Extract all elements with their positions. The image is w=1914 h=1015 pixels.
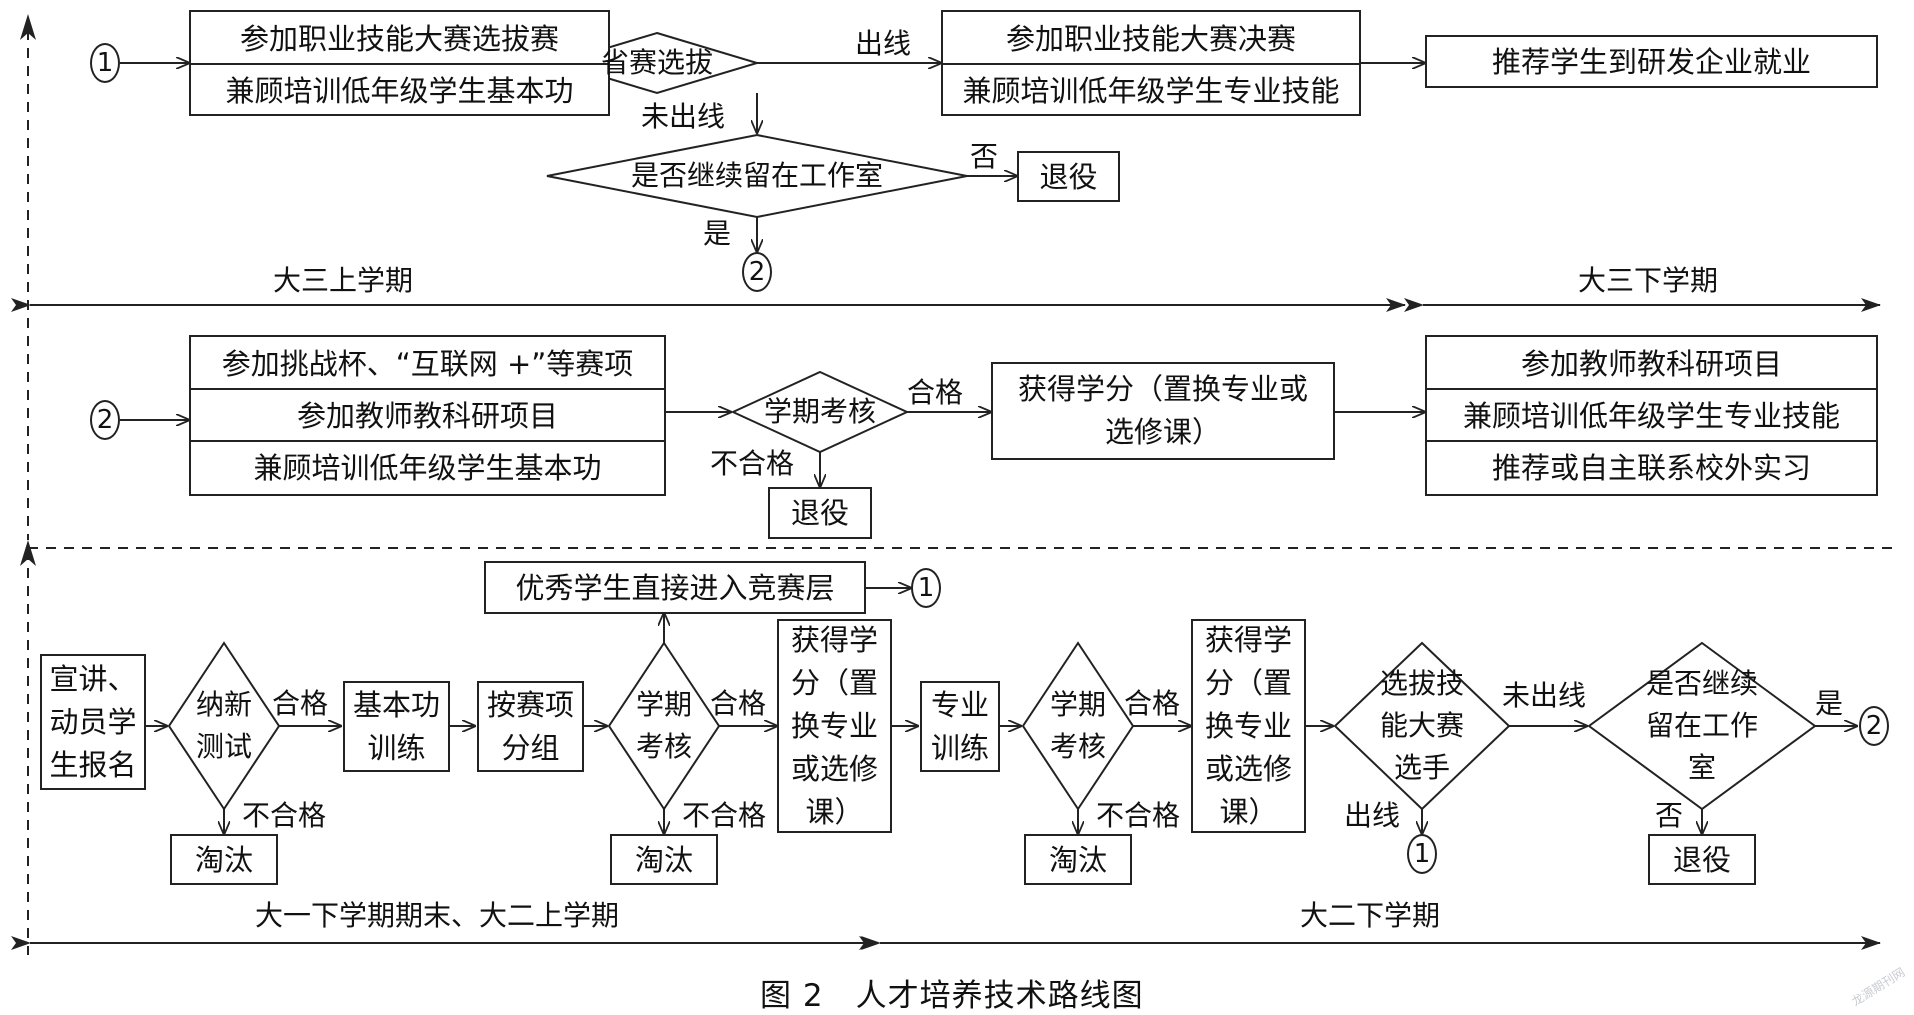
r1-no-label: 否 (970, 140, 999, 173)
r3-d4-label: 选拔技 能大赛 选手 (1379, 667, 1464, 784)
r1-box1-line2: 兼顾培训低年级学生基本功 (191, 63, 608, 116)
r2-start-marker: 2 (90, 400, 120, 440)
r1-yes-label: 是 (703, 217, 732, 250)
r3-enroll-box: 宣讲、 动员学 生报名 (40, 654, 146, 790)
r3-fail3-label: 不合格 (1096, 799, 1181, 832)
r1-pass-label: 出线 (855, 27, 912, 60)
r2-box3-line3: 推荐或自主联系校外实习 (1427, 440, 1876, 494)
period-label-2: 大三下学期 (1578, 264, 1719, 297)
r3-credit1-text: 获得学 分（置 换专业 或选修 课） (790, 622, 878, 829)
r3-credit2-text: 获得学 分（置 换专业 或选修 课） (1204, 622, 1292, 829)
r2-decision-label: 学期考核 (763, 395, 876, 428)
r2-credit-box: 获得学分（置换专业或 选修课） (991, 362, 1335, 460)
r1-box2: 参加职业技能大赛决赛 兼顾培训低年级学生专业技能 (941, 10, 1361, 116)
r2-box3-line1: 参加教师教科研项目 (1520, 346, 1782, 381)
r1-box2-line1: 参加职业技能大赛决赛 (1005, 21, 1296, 56)
r3-group-text: 按赛项 分组 (486, 687, 574, 765)
r3-pro-box: 专业 训练 (920, 681, 1000, 772)
r3-pass2-label: 合格 (710, 687, 767, 720)
r3-excellent-marker: 1 (911, 568, 941, 608)
period-label-4: 大二下学期 (1300, 899, 1441, 932)
figure-caption: 图 2 人才培养技术路线图 (760, 978, 1144, 1014)
r2-box1-line2: 参加教师教科研项目 (191, 388, 664, 442)
r2-box3-line2: 兼顾培训低年级学生专业技能 (1427, 388, 1876, 442)
r1-box3: 推荐学生到研发企业就业 (1425, 35, 1878, 88)
r1-quit-box: 退役 (1017, 151, 1120, 202)
dashed-mid-arrowhead (20, 540, 36, 566)
period-label-1: 大三上学期 (273, 264, 414, 297)
r2-fail-label: 不合格 (710, 447, 795, 480)
r3-d1-label: 纳新 测试 (195, 688, 252, 763)
r2-box1: 参加挑战杯、“互联网 +”等赛项 参加教师教科研项目 兼顾培训低年级学生基本功 (189, 335, 666, 496)
dashed-top-arrowhead (20, 14, 36, 40)
r2-quit-box: 退役 (768, 487, 872, 539)
r1-box1: 参加职业技能大赛选拔赛 兼顾培训低年级学生基本功 (189, 10, 610, 116)
r3-basic-text: 基本功 训练 (352, 687, 440, 765)
r3-out1-box: 淘汰 (170, 834, 278, 885)
r3-out3-box: 淘汰 (1024, 834, 1132, 885)
r3-pass4-marker: 1 (1407, 834, 1437, 874)
r2-box1-line1: 参加挑战杯、“互联网 +”等赛项 (221, 346, 634, 381)
r3-out2-text: 淘汰 (634, 842, 693, 877)
r2-credit-text: 获得学分（置换专业或 选修课） (1017, 372, 1308, 449)
r3-out1-text: 淘汰 (194, 842, 253, 877)
r3-pass1-label: 合格 (272, 687, 329, 720)
r3-pass3-label: 合格 (1124, 687, 1181, 720)
r1-box3-text: 推荐学生到研发企业就业 (1491, 44, 1811, 79)
r1-quit-text: 退役 (1039, 159, 1098, 194)
r3-d2-label: 学期 考核 (635, 688, 692, 763)
r2-box1-line3: 兼顾培训低年级学生基本功 (191, 440, 664, 494)
r3-fail4-label: 未出线 (1502, 679, 1587, 712)
r3-yes5-label: 是 (1815, 687, 1844, 720)
r3-credit2-box: 获得学 分（置 换专业 或选修 课） (1191, 619, 1306, 833)
r3-enroll-text: 宣讲、 动员学 生报名 (49, 661, 137, 782)
r2-quit-text: 退役 (790, 496, 849, 530)
r3-yes5-marker: 2 (1859, 706, 1889, 746)
r1-end-marker: 2 (742, 252, 772, 292)
r2-pass-label: 合格 (907, 376, 964, 409)
r3-credit1-box: 获得学 分（置 换专业 或选修 课） (777, 619, 892, 833)
r3-excellent-text: 优秀学生直接进入竞赛层 (515, 570, 835, 605)
period-label-3: 大一下学期期末、大二上学期 (255, 899, 620, 932)
r3-d5-label: 是否继续 留在工作 室 (1645, 667, 1758, 784)
r3-quit5-text: 退役 (1672, 842, 1731, 877)
r3-pass4-label: 出线 (1344, 799, 1401, 832)
r1-fail-label: 未出线 (641, 100, 726, 133)
r3-fail2-label: 不合格 (682, 799, 767, 832)
r1-start-marker: 1 (90, 43, 120, 83)
r3-no5-label: 否 (1655, 799, 1684, 832)
r3-d3-label: 学期 考核 (1049, 688, 1106, 763)
r3-group-box: 按赛项 分组 (477, 681, 584, 772)
r1-box2-line2: 兼顾培训低年级学生专业技能 (943, 63, 1359, 116)
r2-box3: 参加教师教科研项目 兼顾培训低年级学生专业技能 推荐或自主联系校外实习 (1425, 335, 1878, 496)
r1-box1-line1: 参加职业技能大赛选拔赛 (239, 21, 559, 56)
r3-quit5-box: 退役 (1648, 834, 1756, 885)
r3-out3-text: 淘汰 (1048, 842, 1107, 877)
r3-pro-text: 专业 训练 (930, 687, 989, 765)
r3-basic-box: 基本功 训练 (343, 681, 450, 772)
r1-decision1-label: 省赛选拔 (600, 46, 713, 79)
r1-decision2-label: 是否继续留在工作室 (630, 159, 883, 192)
r3-excellent-box: 优秀学生直接进入竞赛层 (484, 561, 866, 614)
r3-fail1-label: 不合格 (242, 799, 327, 832)
r3-out2-box: 淘汰 (610, 834, 718, 885)
